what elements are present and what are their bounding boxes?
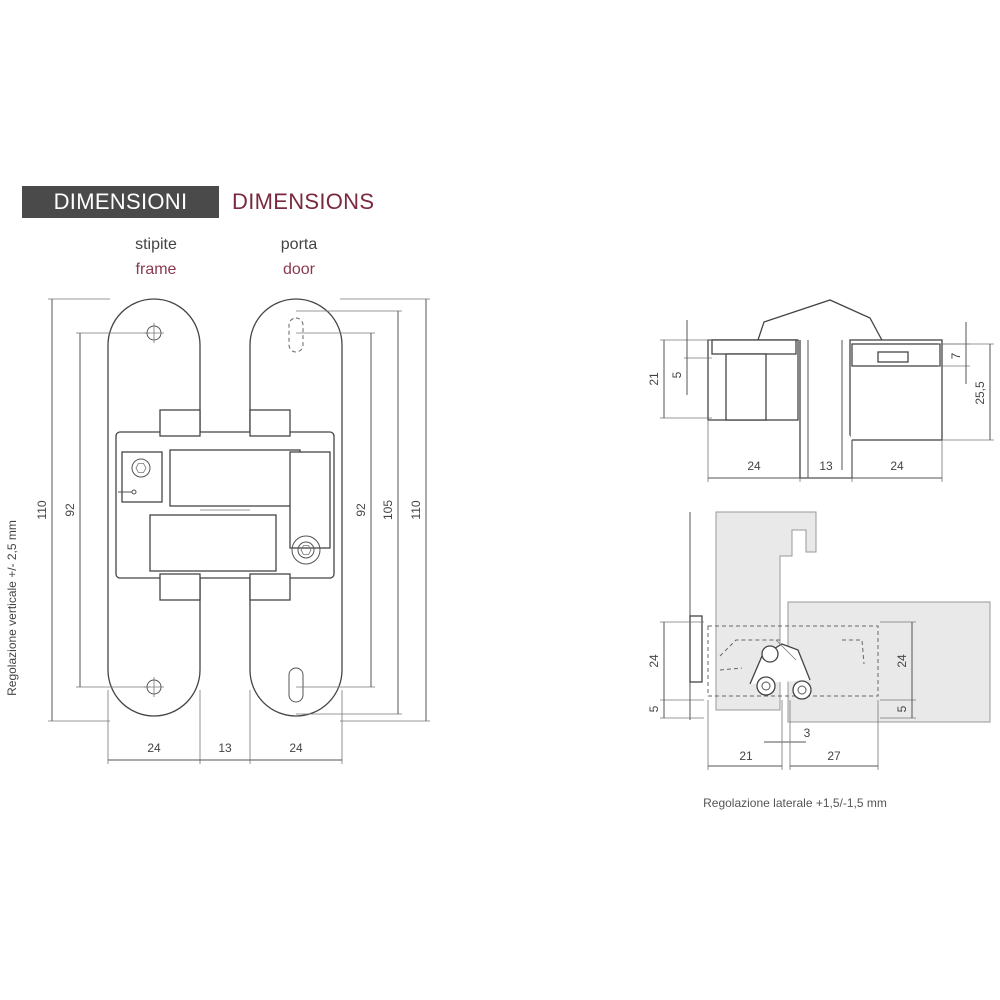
install-dim-27: 27	[827, 749, 841, 763]
door-label-en: door	[282, 261, 316, 278]
frame-label-en: frame	[135, 261, 177, 278]
dim-105: 105	[381, 500, 395, 520]
installation-dimensions	[660, 621, 916, 770]
lateral-adjust-label: Regolazione laterale +1,5/-1,5 mm	[703, 796, 887, 810]
top-dim-width-right: 24	[890, 459, 904, 473]
install-dim-24-left: 24	[647, 654, 661, 668]
door-label-it: porta	[280, 236, 318, 253]
top-dim-7: 7	[949, 352, 963, 359]
top-dim-5: 5	[670, 371, 684, 378]
dim-width-gap: 13	[218, 741, 232, 755]
front-view-dimensions	[48, 298, 430, 764]
front-view-hinge	[107, 298, 343, 717]
top-dim-width-left: 24	[747, 459, 761, 473]
install-dim-5-right: 5	[895, 705, 909, 712]
dim-110-left: 110	[35, 500, 49, 519]
install-dim-21: 21	[739, 749, 753, 763]
installation-view	[689, 511, 991, 723]
top-dim-width-gap: 13	[819, 459, 833, 473]
title-english: DIMENSIONS	[232, 189, 375, 214]
top-view-dimensions	[660, 320, 994, 482]
top-view-hinge	[707, 299, 943, 479]
install-dim-5-left: 5	[647, 705, 661, 712]
install-dim-24-right: 24	[895, 654, 909, 668]
dim-110-right: 110	[409, 500, 423, 519]
dim-92-left: 92	[63, 503, 77, 517]
top-dim-25-5: 25,5	[973, 381, 987, 405]
dim-width-left: 24	[147, 741, 161, 755]
dim-92-right: 92	[354, 503, 368, 517]
vertical-adjust-label: Regolazione verticale +/- 2,5 mm	[5, 520, 19, 696]
install-dim-3: 3	[804, 726, 811, 740]
title-italian: DIMENSIONI	[22, 186, 219, 218]
frame-label-it: stipite	[135, 236, 177, 253]
top-dim-21: 21	[647, 372, 661, 386]
dim-width-right: 24	[289, 741, 303, 755]
